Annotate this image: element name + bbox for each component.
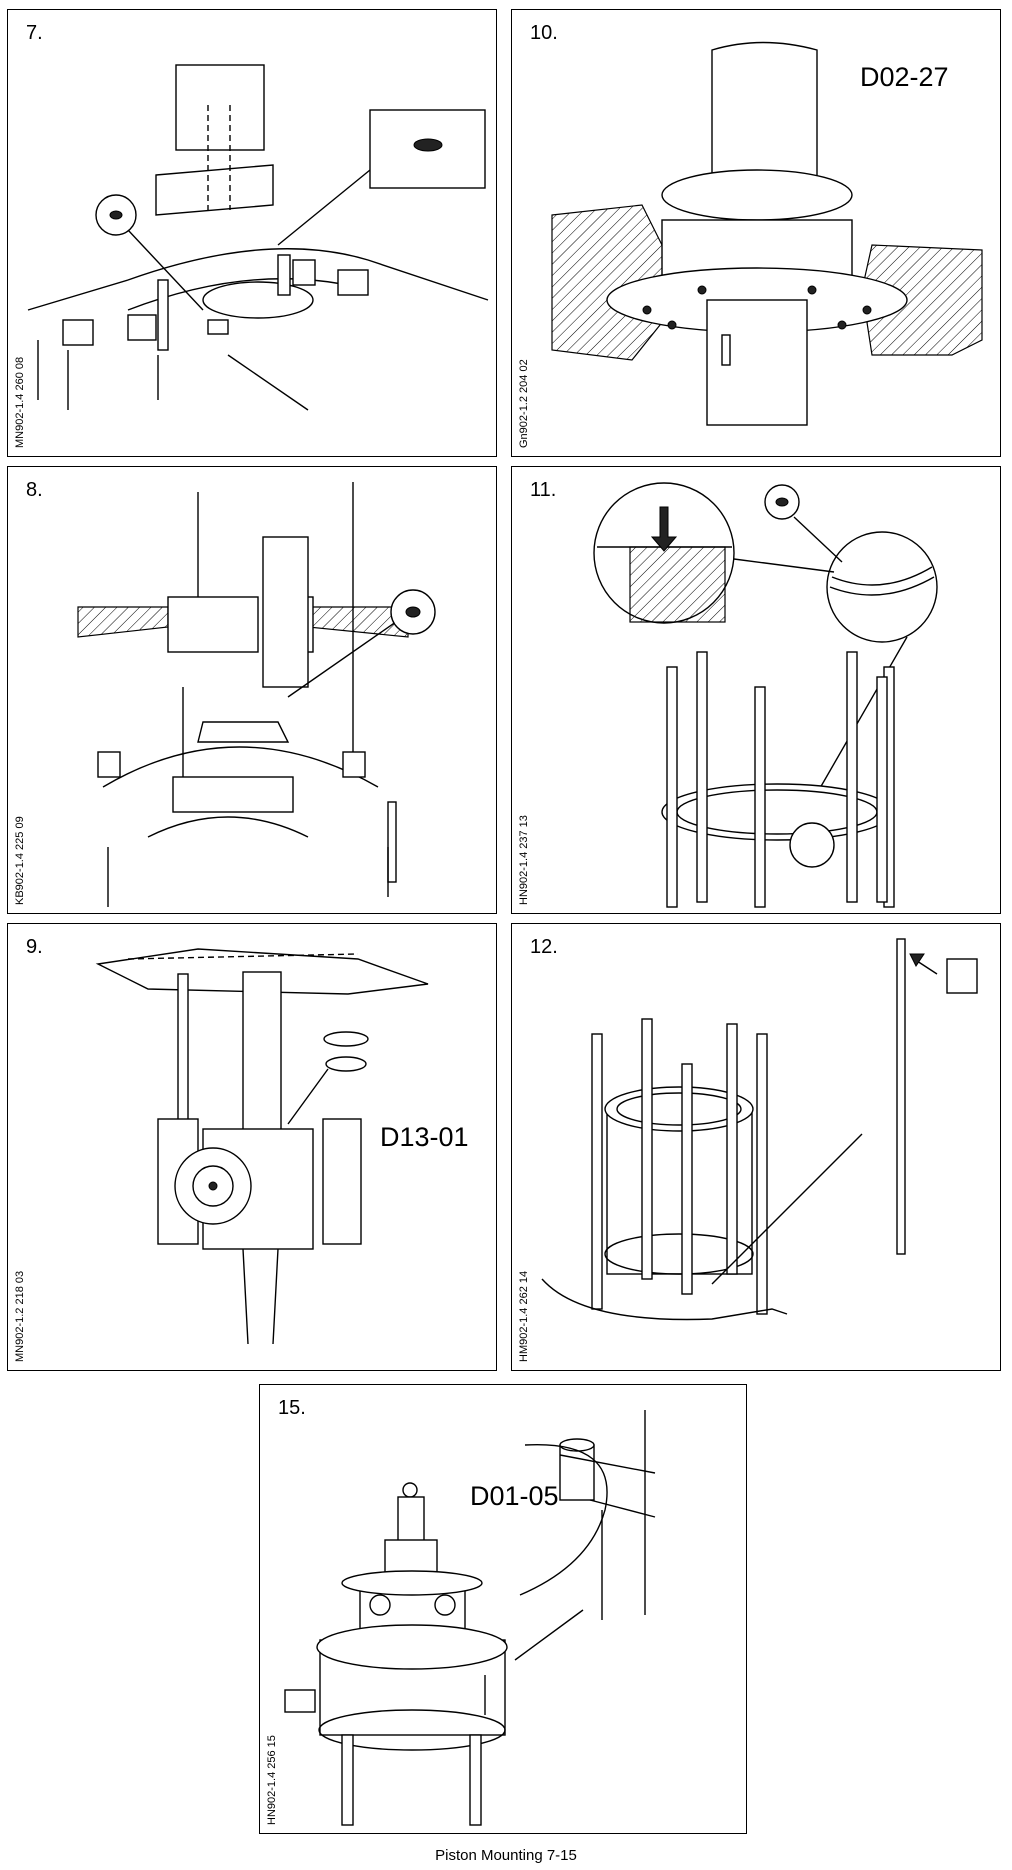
step-number: 12. [530,936,558,958]
step-number: 9. [26,936,43,958]
illustration-step-9 [95,948,429,1345]
step-number: 15. [278,1397,306,1419]
panel-step-11: 11. HN902-1.4 237 13 [511,466,1001,914]
illustration-step-7 [27,64,489,411]
figure-caption: Piston Mounting 7-15 [435,1847,577,1864]
part-code: D02-27 [860,62,949,92]
illustration-step-10 [551,41,983,426]
panel-step-12: 12. HM902-1.4 262 14 [511,923,1001,1371]
part-code: D01-05 [470,1481,559,1511]
illustration-step-11 [593,482,938,908]
illustration-step-15 [284,1410,656,1826]
panel-step-10: 10. D02-27 Gn902-1.2 204 02 [511,9,1001,457]
panel-step-9: 9. D13-01 MN902-1.2 218 03 [7,923,497,1371]
step-number: 11. [530,479,557,501]
panel-step-15: 15. D01-05 HN902-1.4 256 15 [259,1384,747,1834]
illustration-step-8 [77,482,436,907]
panel-step-7: 7. MN902-1.4 260 08 [7,9,497,457]
step-number: 7. [26,22,43,44]
illustration-step-12 [541,938,978,1321]
panel-step-8: 8. KB902-1.4 225 09 [7,466,497,914]
step-number: 10. [530,22,558,44]
step-number: 8. [26,479,43,501]
part-code: D13-01 [380,1122,469,1152]
